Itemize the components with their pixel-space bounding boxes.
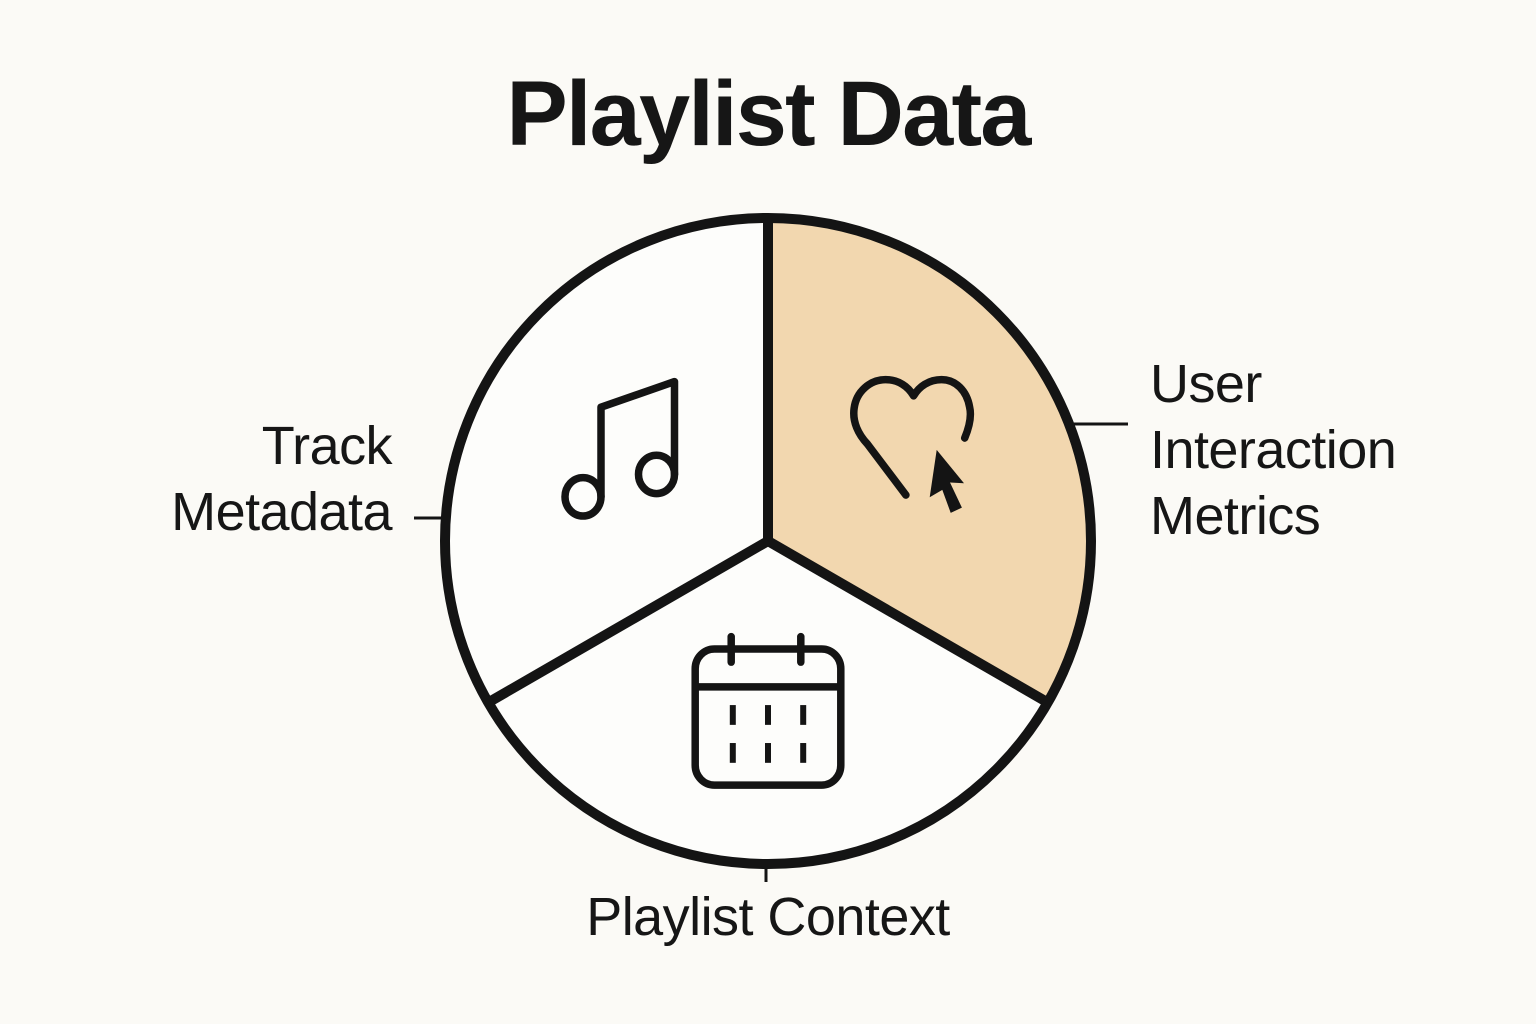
label-line: User: [1150, 354, 1262, 414]
divider-lower-right: [765, 536, 1051, 707]
cursor-arrow-icon: [929, 449, 964, 513]
pie-circle-outline: [440, 213, 1096, 869]
heart-outline: [854, 380, 971, 495]
music-note-head-left: [565, 478, 601, 516]
calendar-icon: [695, 637, 841, 786]
label-track-metadata: Track Metadata: [100, 414, 392, 546]
label-line: Track: [261, 416, 393, 476]
segment-user-interaction-metrics: [768, 218, 1091, 703]
music-note-icon: [565, 382, 675, 516]
label-line: Metadata: [171, 481, 392, 542]
heart-cursor-icon: [854, 380, 971, 513]
label-line: Interaction: [1150, 419, 1397, 480]
music-note-beam: [601, 382, 675, 497]
calendar-date-dots: [733, 705, 803, 763]
music-note-head-right: [639, 455, 675, 493]
label-line: Playlist Context: [586, 887, 950, 947]
label-line: Metrics: [1150, 485, 1321, 546]
divider-lower-left: [485, 536, 771, 707]
label-user-interaction-metrics: User Interaction Metrics: [1150, 352, 1397, 550]
label-playlist-context: Playlist Context: [0, 885, 1536, 951]
page-title: Playlist Data: [506, 63, 1031, 165]
calendar-body: [695, 649, 841, 785]
